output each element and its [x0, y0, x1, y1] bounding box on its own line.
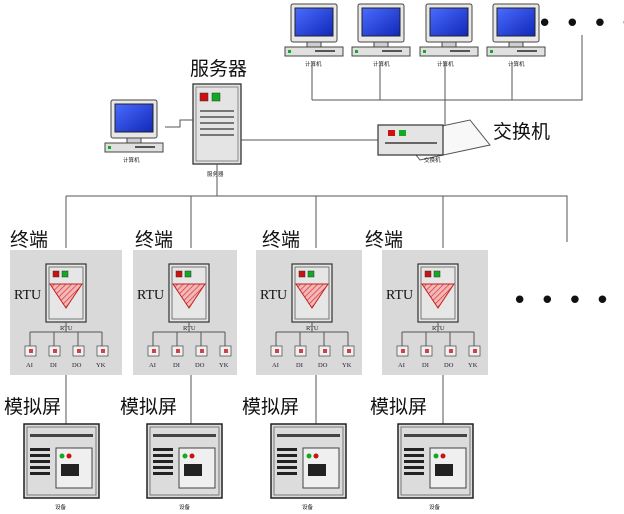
io-label-yk: YK [96, 362, 106, 369]
terminal-title: 终端 [262, 229, 300, 251]
io-label-di: DI [173, 362, 180, 369]
workstation-computer-3: 计算机 [419, 3, 479, 68]
analog-screen-device [146, 423, 223, 499]
terminal-4: 终端 RTU RTU AI DI DO YK 模拟屏 设备 [365, 229, 488, 511]
device-caption: 设备 [429, 503, 441, 511]
io-label-yk: YK [219, 362, 229, 369]
io-label-ai: AI [26, 362, 33, 369]
io-label-ai: AI [272, 362, 279, 369]
more-terminals-ellipsis: • • • • • • [512, 286, 624, 316]
computer-caption: 计算机 [508, 60, 525, 68]
terminal-title: 终端 [365, 229, 403, 251]
device-caption: 设备 [55, 503, 67, 511]
terminal-bus-line [65, 164, 568, 248]
workstation-computer-2: 计算机 [351, 3, 411, 68]
io-label-di: DI [50, 362, 57, 369]
analog-screen-device [397, 423, 474, 499]
io-label-do: DO [72, 362, 82, 369]
workstation-computer-4: 计算机 [486, 3, 546, 68]
rtu-label: RTU [260, 288, 287, 303]
io-label-do: DO [195, 362, 205, 369]
io-label-do: DO [444, 362, 454, 369]
workstation-computer-1: 计算机 [284, 3, 344, 68]
analog-screen-device [23, 423, 100, 499]
terminal-2: 终端 RTU RTU AI DI DO YK 模拟屏 设备 [120, 229, 237, 511]
rtu-label: RTU [386, 288, 413, 303]
screen-label: 模拟屏 [370, 396, 427, 418]
terminal-3: 终端 RTU RTU AI DI DO YK 模拟屏 设备 [242, 229, 362, 511]
screen-label: 模拟屏 [120, 396, 177, 418]
rtu-unit [168, 263, 210, 323]
io-label-yk: YK [342, 362, 352, 369]
io-label-di: DI [296, 362, 303, 369]
terminal-title: 终端 [10, 229, 48, 251]
terminal-title: 终端 [135, 229, 173, 251]
server-icon [192, 83, 242, 165]
io-label-do: DO [318, 362, 328, 369]
device-caption: 设备 [302, 503, 314, 511]
switch-label: 交换机 [493, 121, 550, 143]
rtu-label: RTU [137, 288, 164, 303]
admin-link-line [165, 119, 193, 128]
terminal-1: 终端 RTU RTU AI DI DO YK 模拟屏 设备 [4, 229, 122, 511]
analog-screen-device [270, 423, 347, 499]
io-label-ai: AI [398, 362, 405, 369]
switch-icon [377, 119, 491, 161]
io-label-ai: AI [149, 362, 156, 369]
server-caption: 服务器 [207, 170, 224, 178]
io-label-yk: YK [468, 362, 478, 369]
io-label-di: DI [422, 362, 429, 369]
screen-label: 模拟屏 [242, 396, 299, 418]
admin-computer: 计算机 [104, 99, 164, 164]
rtu-label: RTU [14, 288, 41, 303]
workstation-bus-line [311, 35, 583, 125]
screen-label: 模拟屏 [4, 396, 61, 418]
rtu-unit [45, 263, 87, 323]
computer-caption: 计算机 [437, 60, 454, 68]
rtu-unit [417, 263, 459, 323]
more-computers-ellipsis: • • • • • • [537, 9, 624, 39]
computer-caption: 计算机 [305, 60, 322, 68]
computer-caption: 计算机 [123, 156, 140, 164]
rtu-unit [291, 263, 333, 323]
computer-caption: 计算机 [373, 60, 390, 68]
switch-caption: 交换机 [424, 156, 441, 164]
device-caption: 设备 [179, 503, 191, 511]
server-title: 服务器 [190, 58, 247, 80]
